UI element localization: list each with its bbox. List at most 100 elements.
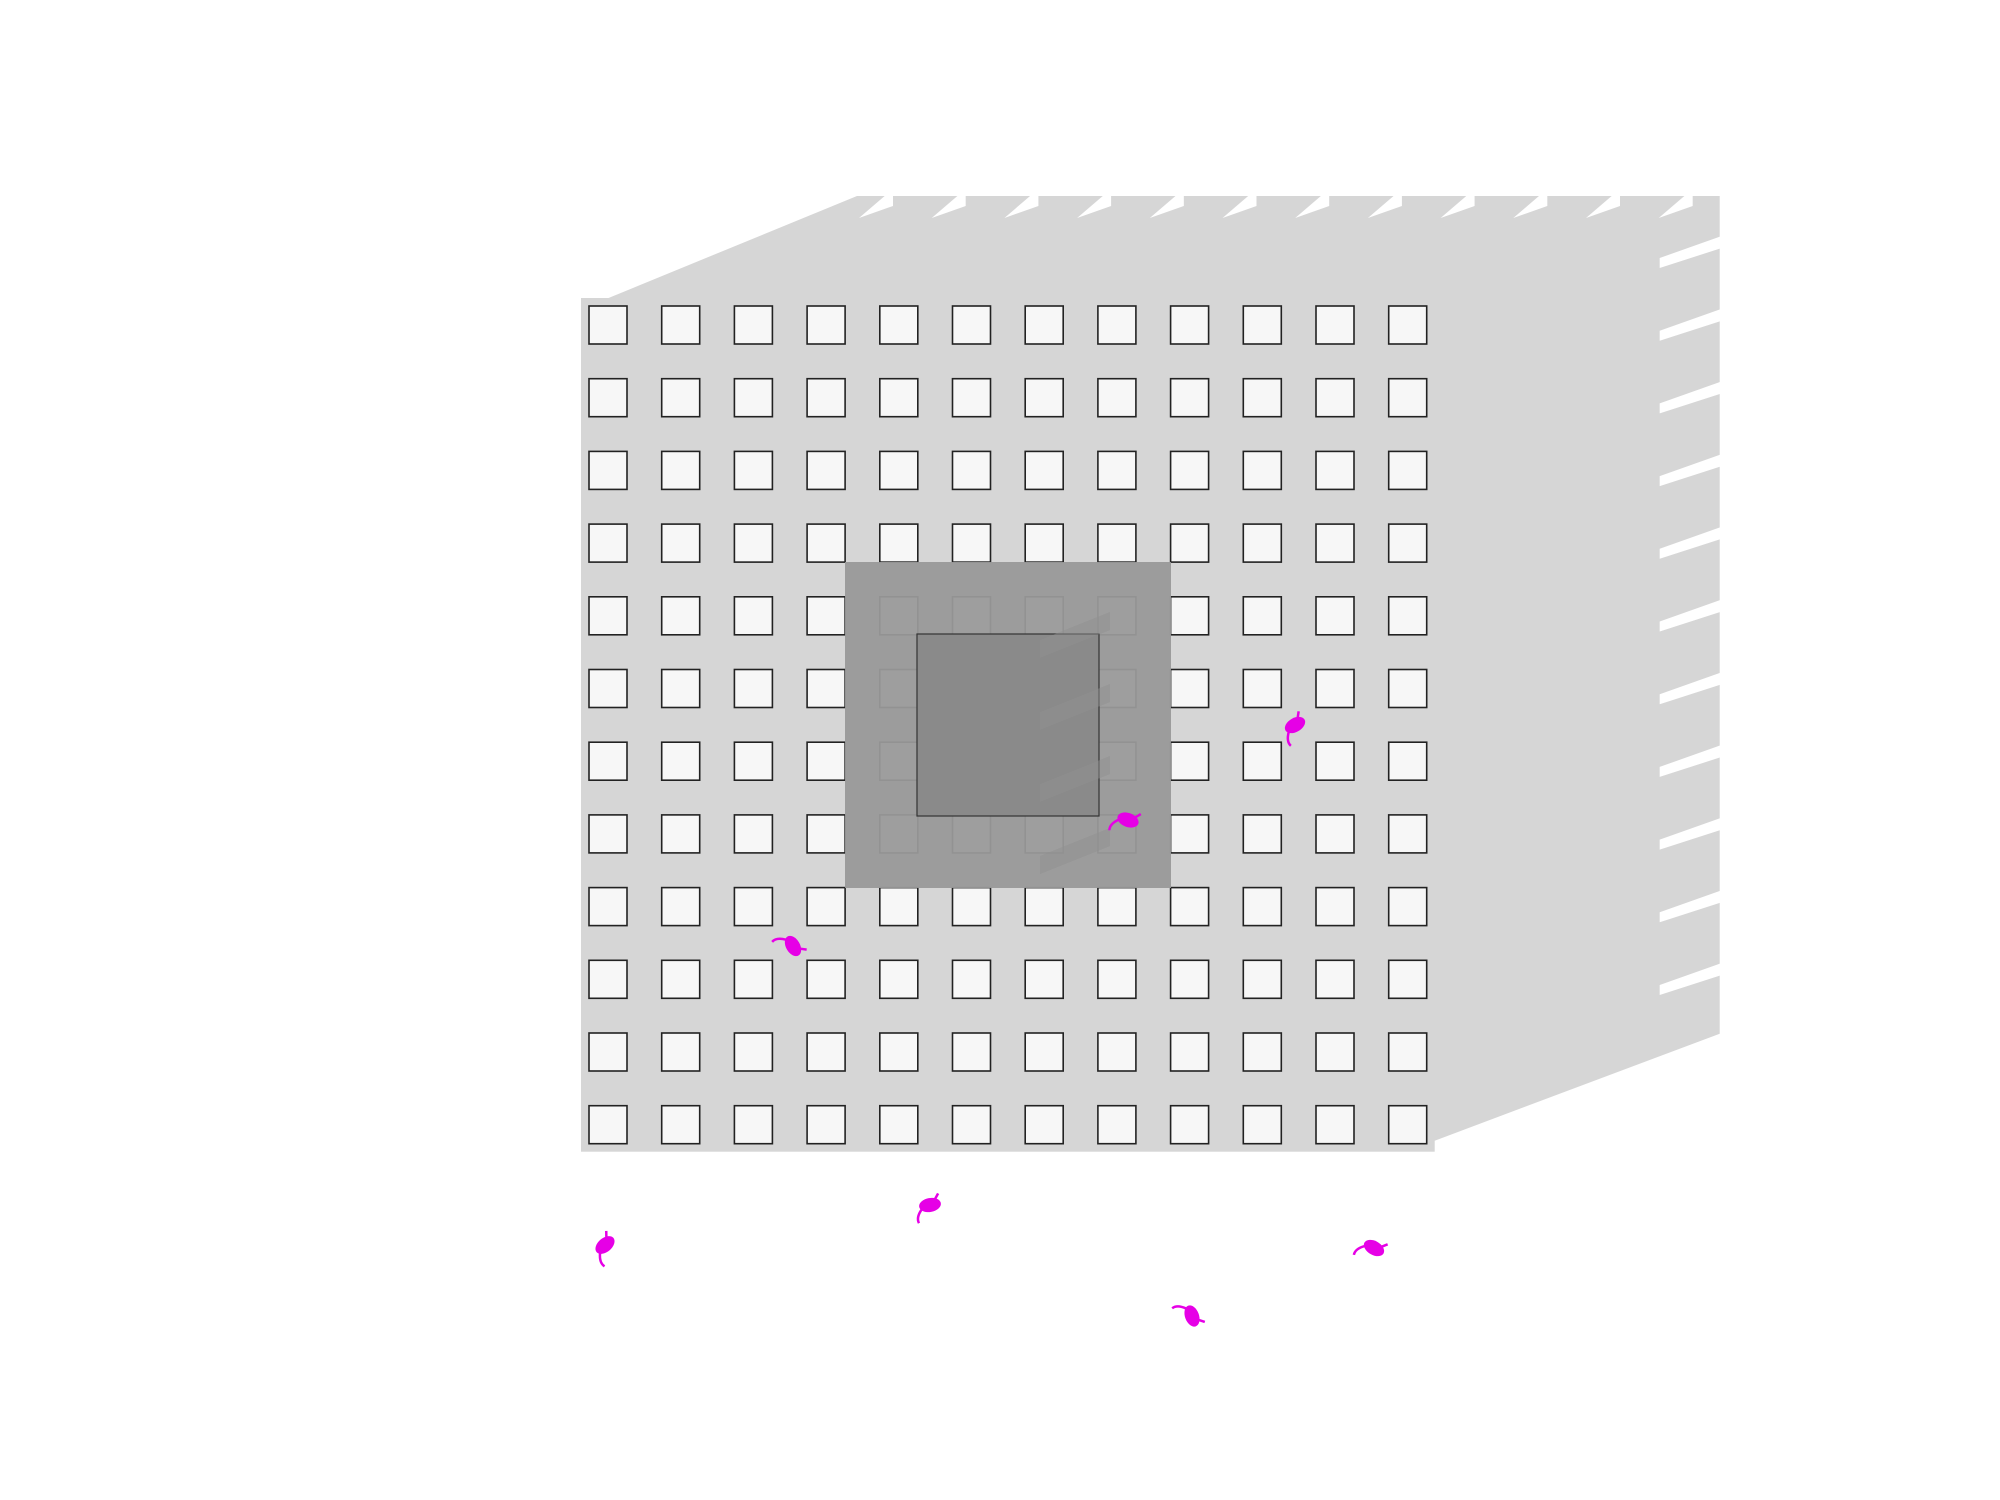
grid-cell xyxy=(878,377,919,418)
grid-cell xyxy=(1315,1104,1355,1145)
grid-cell xyxy=(806,377,846,418)
center-block xyxy=(845,562,1171,888)
grid-cell xyxy=(733,886,774,927)
grid-cell xyxy=(1315,305,1355,345)
slab-notch-side xyxy=(1659,817,1722,850)
grid-cell xyxy=(733,814,774,854)
slab-notch-top xyxy=(1077,194,1112,218)
grid-cell xyxy=(733,595,774,636)
grid-cell xyxy=(1315,668,1355,709)
slab-notch-side xyxy=(1659,744,1722,777)
grid-cell xyxy=(1315,523,1355,563)
grid-cell xyxy=(588,377,628,418)
grid-cell xyxy=(660,741,701,782)
grid-cell xyxy=(733,1032,774,1072)
grid-cell xyxy=(1097,523,1137,563)
marker-blob xyxy=(1284,711,1306,747)
grid-cell xyxy=(1387,1104,1428,1145)
grid-cell xyxy=(1097,1032,1137,1072)
grid-cell xyxy=(1315,377,1355,418)
grid-cell xyxy=(1387,450,1428,491)
grid-cell xyxy=(1387,668,1428,709)
grid-cell xyxy=(878,305,919,345)
grid-cell xyxy=(806,523,846,563)
grid-cell xyxy=(660,523,701,563)
grid-cell xyxy=(1387,741,1428,782)
grid-cell xyxy=(1387,305,1428,345)
grid-cell xyxy=(1315,886,1355,927)
grid-cell xyxy=(588,886,628,927)
grid-cell xyxy=(1242,305,1283,345)
grid-cell xyxy=(733,959,774,1000)
grid-cell xyxy=(1242,450,1283,491)
grid-cell xyxy=(733,450,774,491)
grid-cell xyxy=(1024,523,1064,563)
grid-cell xyxy=(1242,814,1283,854)
grid-cell xyxy=(733,305,774,345)
grid-cell xyxy=(660,377,701,418)
grid-cell xyxy=(1242,1032,1283,1072)
grid-cell xyxy=(1169,1032,1210,1072)
marker-blob xyxy=(916,1192,941,1224)
grid-cell xyxy=(588,1104,628,1145)
grid-cell xyxy=(660,886,701,927)
grid-cell xyxy=(951,523,992,563)
grid-cell xyxy=(733,1104,774,1145)
grid-cell xyxy=(1387,886,1428,927)
grid-cell xyxy=(1242,377,1283,418)
grid-cell xyxy=(660,1104,701,1145)
grid-cell xyxy=(660,959,701,1000)
block-shade xyxy=(1040,828,1110,874)
grid-cell xyxy=(806,305,846,345)
grid-cell xyxy=(1169,741,1210,782)
grid-cell xyxy=(1315,959,1355,1000)
grid-cell xyxy=(588,305,628,345)
grid-cell xyxy=(806,814,846,854)
grid-cell xyxy=(806,741,846,782)
grid-cell xyxy=(878,886,919,927)
grid-cell xyxy=(1169,1104,1210,1145)
grid-cell xyxy=(660,1032,701,1072)
grid-cell xyxy=(1315,1032,1355,1072)
slab-notch-top xyxy=(1513,194,1548,218)
grid-cell xyxy=(951,1104,992,1145)
slab-notch-side xyxy=(1659,236,1722,268)
slab-notch-side xyxy=(1659,454,1722,487)
grid-cell xyxy=(1242,741,1283,782)
grid-cell xyxy=(588,668,628,709)
grid-cell xyxy=(878,959,919,1000)
grid-cell xyxy=(878,1032,919,1072)
slab-notch-side xyxy=(1659,890,1722,923)
block-shade xyxy=(1040,684,1110,730)
grid-cell xyxy=(1024,450,1064,491)
grid-cell xyxy=(951,886,992,927)
grid-cell xyxy=(878,1104,919,1145)
grid-cell xyxy=(588,959,628,1000)
grid-cell xyxy=(878,523,919,563)
grid-cell xyxy=(1097,305,1137,345)
grid-cell xyxy=(660,595,701,636)
grid-cell xyxy=(806,450,846,491)
grid-cell xyxy=(1169,595,1210,636)
grid-cell xyxy=(1242,595,1283,636)
grid-cell xyxy=(660,305,701,345)
grid-cell xyxy=(1169,886,1210,927)
grid-cell xyxy=(878,450,919,491)
grid-cell xyxy=(1097,377,1137,418)
grid-cell xyxy=(951,959,992,1000)
grid-cell xyxy=(1169,377,1210,418)
grid-cell xyxy=(1024,1032,1064,1072)
grid-cell xyxy=(588,595,628,636)
grid-cell xyxy=(806,959,846,1000)
marker-blob xyxy=(1171,1305,1206,1327)
slab-notch-side xyxy=(1659,1035,1722,1068)
grid-cell xyxy=(588,523,628,563)
marker-blob xyxy=(1352,1239,1389,1257)
slab-notch-top xyxy=(1586,194,1620,218)
slab-notch-side xyxy=(1659,672,1722,705)
marker-group xyxy=(595,711,1389,1327)
grid-cell xyxy=(1024,1104,1064,1145)
grid-cell xyxy=(1242,959,1283,1000)
grid-cell xyxy=(1315,595,1355,636)
